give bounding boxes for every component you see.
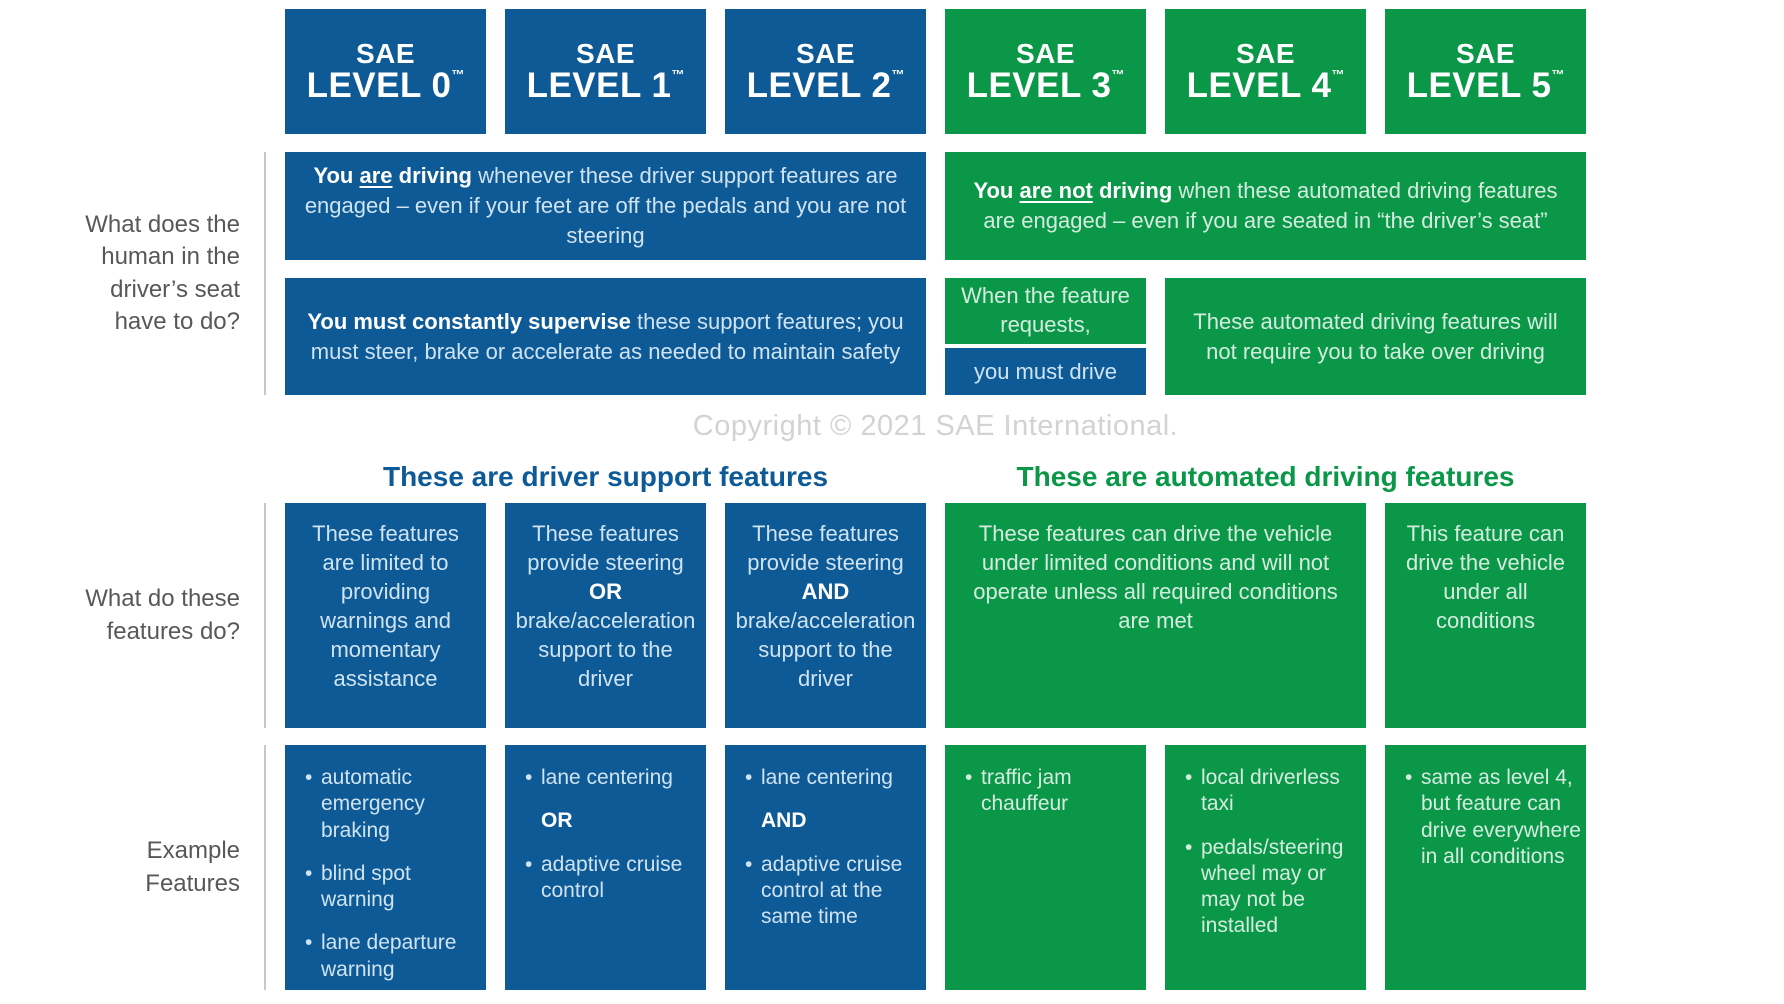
example-item: adaptive cruise control [525, 852, 702, 905]
sae-brand: SAE [1455, 37, 1516, 69]
level-name: LEVEL 2 [746, 65, 892, 105]
example-item: local driverless taxi [1185, 765, 1362, 818]
statement-text: You are not driving when these automated… [973, 178, 1558, 233]
examples-level-2-cell: lane centering AND adaptive cruise contr… [725, 745, 926, 990]
trademark-symbol: ™ [1551, 66, 1565, 82]
example-item: automatic emergency braking [305, 765, 482, 844]
examples-level-1-cell: lane centering OR adaptive cruise contro… [505, 745, 706, 990]
level-5-header: SAE LEVEL 5™ [1385, 9, 1586, 134]
examples-level-4-cell: local driverless taxi pedals/steering wh… [1165, 745, 1366, 990]
sae-brand: SAE [1235, 37, 1296, 69]
level-title: LEVEL 1™ [526, 65, 685, 105]
features-do-level-0-cell: These features are limited to providing … [285, 503, 486, 728]
level-name: LEVEL 4 [1186, 65, 1332, 105]
level-name: LEVEL 3 [966, 65, 1112, 105]
features-do-level-5-cell: This feature can drive the vehicle under… [1385, 503, 1586, 728]
statement-text: You must constantly supervise these supp… [307, 308, 904, 364]
feature-description: These features provide steering AND brak… [735, 521, 916, 692]
row-label-example-features: Example Features [0, 745, 266, 990]
level-title: LEVEL 0™ [306, 65, 465, 105]
row2-constantly-supervise-cell: You must constantly supervise these supp… [285, 278, 926, 395]
section-header-driver-support: These are driver support features [382, 461, 829, 492]
trademark-symbol: ™ [891, 66, 905, 82]
level-4-header: SAE LEVEL 4™ [1165, 9, 1366, 134]
row1-you-are-driving-cell: You are driving whenever these driver su… [285, 152, 926, 260]
feature-description: These features can drive the vehicle und… [973, 521, 1338, 634]
row2-no-takeover-cell: These automated driving features will no… [1165, 278, 1586, 395]
feature-description: These features are limited to providing … [312, 521, 459, 692]
level-title: LEVEL 2™ [746, 65, 905, 105]
feature-description: These features provide steering OR brake… [515, 521, 696, 692]
trademark-symbol: ™ [671, 66, 685, 82]
trademark-symbol: ™ [1111, 66, 1125, 82]
level-name: LEVEL 0 [306, 65, 452, 105]
example-item: lane departure warning [305, 930, 482, 983]
level-title: LEVEL 4™ [1186, 65, 1345, 105]
features-do-level-1-cell: These features provide steering OR brake… [505, 503, 706, 728]
feature-description: This feature can drive the vehicle under… [1406, 521, 1565, 634]
row2-level3-split-cell: When the feature requests, you must driv… [945, 278, 1146, 395]
section-header-automated-driving: These are automated driving features [1016, 461, 1515, 492]
when-feature-requests-text: When the feature requests, [945, 278, 1146, 344]
sae-brand: SAE [795, 37, 856, 69]
examples-level-5-cell: same as level 4, but feature can drive e… [1385, 745, 1586, 990]
level-title: LEVEL 3™ [966, 65, 1125, 105]
level-0-header: SAE LEVEL 0™ [285, 9, 486, 134]
label-text: What do these features do? [85, 585, 240, 645]
row-label-features-do-question: What do these features do? [0, 503, 266, 728]
row-label-human-driver-question: What does the human in the driver’s seat… [0, 152, 266, 395]
trademark-symbol: ™ [1331, 66, 1345, 82]
statement-text: These automated driving features will no… [1193, 308, 1558, 364]
level-name: LEVEL 5 [1406, 65, 1552, 105]
level-title: LEVEL 5™ [1406, 65, 1565, 105]
example-item: blind spot warning [305, 861, 482, 914]
level-2-header: SAE LEVEL 2™ [725, 9, 926, 134]
statement-text: You are driving whenever these driver su… [304, 163, 907, 248]
trademark-symbol: ™ [451, 66, 465, 82]
row1-you-are-not-driving-cell: You are not driving when these automated… [945, 152, 1586, 260]
example-item: lane centering [525, 765, 702, 792]
level-name: LEVEL 1 [526, 65, 672, 105]
features-do-level-3-4-cell: These features can drive the vehicle und… [945, 503, 1366, 728]
copyright-notice: Copyright © 2021 SAE International. [692, 410, 1179, 442]
level-1-header: SAE LEVEL 1™ [505, 9, 706, 134]
features-do-level-2-cell: These features provide steering AND brak… [725, 503, 926, 728]
examples-level-3-cell: traffic jam chauffeur [945, 745, 1146, 990]
sae-brand: SAE [1015, 37, 1076, 69]
sae-brand: SAE [355, 37, 416, 69]
sae-brand: SAE [575, 37, 636, 69]
conjunction-and: AND [761, 809, 807, 833]
you-must-drive-text: you must drive [945, 344, 1146, 395]
label-text: Example Features [145, 837, 240, 897]
example-item: pedals/steering wheel may or may not be … [1185, 835, 1362, 940]
examples-level-0-cell: automatic emergency braking blind spot w… [285, 745, 486, 990]
example-item: traffic jam chauffeur [965, 765, 1142, 818]
label-text: What does the human in the driver’s seat… [85, 210, 240, 335]
conjunction-or: OR [541, 809, 573, 833]
example-item: same as level 4, but feature can drive e… [1405, 765, 1582, 870]
level-3-header: SAE LEVEL 3™ [945, 9, 1146, 134]
example-item: lane centering [745, 765, 922, 792]
example-item: adaptive cruise control at the same time [745, 852, 922, 931]
